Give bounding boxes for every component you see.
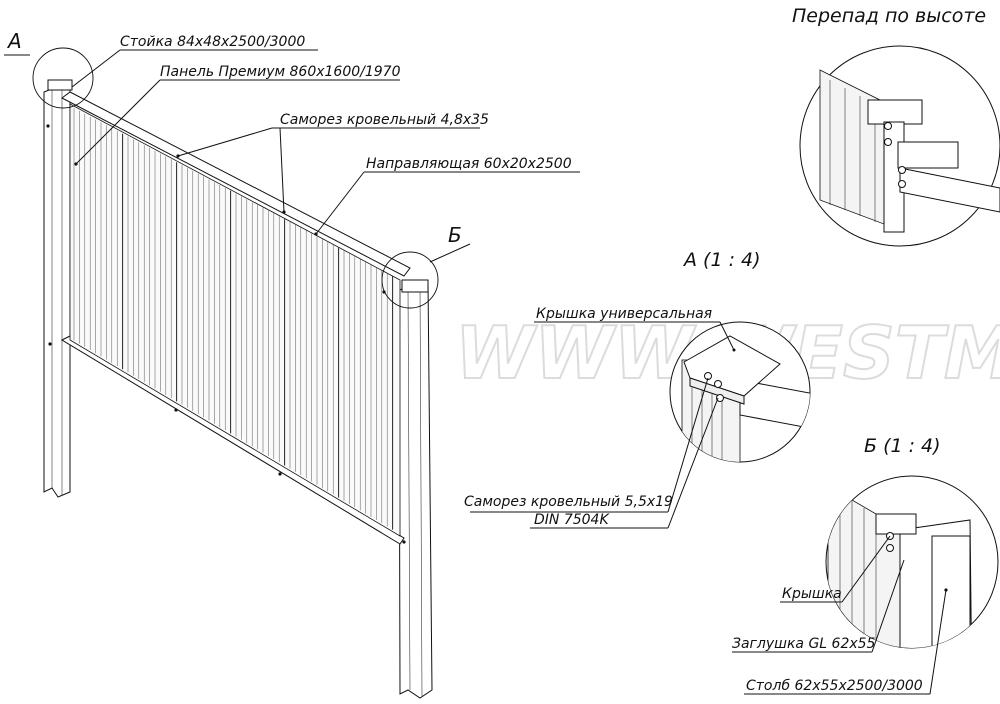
label-pillar: Столб 62х55х2500/3000 [746, 678, 923, 694]
leaders-details [470, 321, 947, 695]
label-height-step: Перепад по высоте [792, 5, 986, 27]
main-fence [43, 81, 433, 699]
cap-a [32, 47, 94, 109]
label-panel: Панель Премиум 860х1600/1970 [160, 64, 401, 80]
label-din: DIN 7504K [534, 512, 610, 528]
callout-b-letter: Б [448, 223, 462, 247]
label-detail-a: А (1 : 4) [682, 249, 761, 271]
callout-circle-a [32, 47, 94, 109]
label-post: Стойка 84х48х2500/3000 [120, 34, 305, 50]
leaders-main [4, 49, 580, 263]
detail-height-step [799, 45, 1000, 247]
label-screw-55: Саморез кровельный 5,5х19 [464, 494, 673, 510]
label-plug: Заглушка GL 62х55 [732, 636, 876, 652]
label-screw-roof: Саморез кровельный 4,8х35 [280, 112, 489, 128]
detail-a [669, 321, 811, 463]
callout-a-letter: А [6, 29, 22, 53]
label-guide: Направляющая 60х20х2500 [366, 156, 572, 172]
panel-ribs [73, 108, 394, 530]
label-cap: Крышка [782, 586, 842, 602]
label-cap-universal: Крышка универсальная [536, 306, 712, 322]
cap-b [381, 251, 439, 309]
label-detail-b: Б (1 : 4) [864, 435, 941, 457]
callout-circle-b [381, 251, 439, 309]
